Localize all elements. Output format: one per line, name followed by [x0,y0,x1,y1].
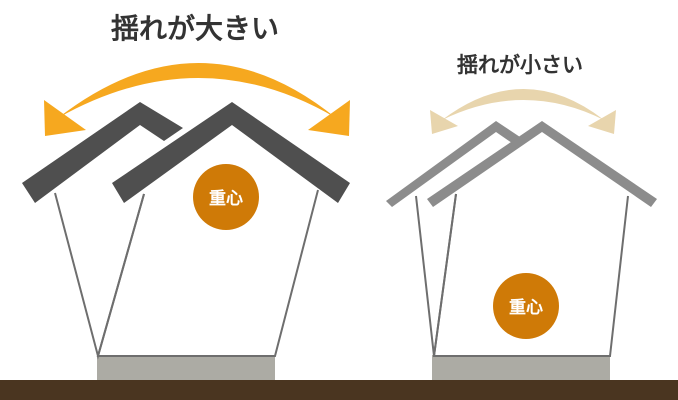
left-house-upright-roof [112,102,350,203]
right-house-tilted-walls [415,193,457,357]
left-house: 重心 [22,102,350,380]
left-center-of-gravity-badge [193,164,259,230]
large-sway-arrow-arc [58,63,336,118]
large-sway-arrow-head-right [308,100,350,136]
right-house-tilted-roof [386,121,520,207]
small-sway-arrow [430,89,616,134]
small-sway-arrow-arc [442,89,604,120]
left-house-tilted-roof [22,102,183,203]
left-house-upright-walls [96,189,319,357]
right-center-of-gravity-label: 重心 [509,297,543,318]
left-house-tilted-walls [54,192,145,360]
small-sway-arrow-head-right [588,110,616,134]
right-center-of-gravity-badge [493,273,559,339]
right-house: 重心 [386,121,657,380]
left-heading: 揺れが大きい [111,12,279,45]
large-sway-arrow-head-left [44,100,86,136]
right-heading: 揺れが小さい [457,53,583,77]
left-foundation [97,355,275,380]
right-house-upright-roof [427,121,657,207]
right-house-upright-walls [432,193,629,357]
large-sway-arrow [44,63,350,136]
left-center-of-gravity-label: 重心 [209,188,243,209]
ground [0,380,678,400]
right-foundation [432,355,610,380]
small-sway-arrow-head-left [430,110,458,134]
